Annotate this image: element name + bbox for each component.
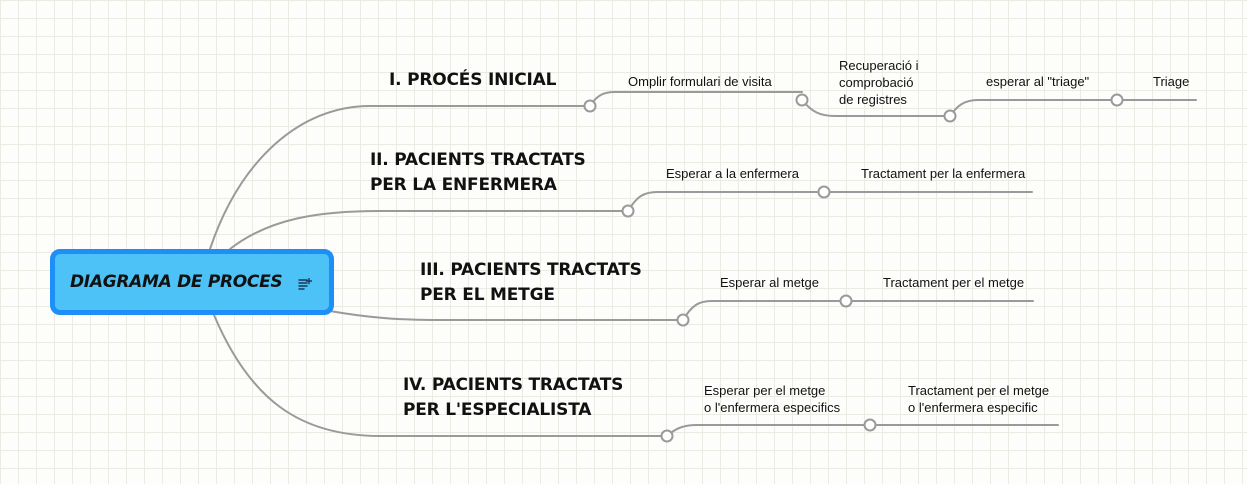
step-1-4-line-1: Triage xyxy=(1153,74,1190,89)
branch-topic-4-line-2: PER L'ESPECIALISTA xyxy=(403,400,592,420)
step-1-1-line-1: Omplir formulari de visita xyxy=(628,74,772,89)
step-3-2-line-1: Tractament per el metge xyxy=(883,275,1025,290)
step-2-2-line-1: Tractament per la enfermera xyxy=(861,166,1026,181)
step-1-3-line-1: esperar al "triage" xyxy=(986,74,1090,89)
central-topic[interactable]: DIAGRAMA DE PROCES xyxy=(50,249,334,315)
branch-topic-3-line-1: III. PACIENTS TRACTATS xyxy=(420,260,642,280)
node-dot-4 xyxy=(660,429,674,443)
step-1-3[interactable]: esperar al "triage" xyxy=(986,73,1089,90)
connector-branch-4 xyxy=(213,314,668,437)
connector-step-1-3 xyxy=(949,99,1118,117)
branch-topic-3[interactable]: III. PACIENTS TRACTATS PER EL METGE xyxy=(420,258,642,308)
step-1-1[interactable]: Omplir formulari de visita xyxy=(628,73,772,90)
step-4-1-line-1: Esperar per el metge xyxy=(704,383,826,398)
branch-topic-1-line-1: I. PROCÉS INICIAL xyxy=(389,70,557,90)
connector-step-4-1 xyxy=(666,424,871,437)
connector-branch-2 xyxy=(229,210,629,250)
central-topic-title: DIAGRAMA DE PROCES xyxy=(70,272,283,292)
step-3-1[interactable]: Esperar al metge xyxy=(720,274,819,291)
node-dot-1-1 xyxy=(795,93,809,107)
node-dot-2-1 xyxy=(817,185,831,199)
node-dot-3-1 xyxy=(839,294,853,308)
branch-topic-1[interactable]: I. PROCÉS INICIAL xyxy=(389,68,556,93)
connector-step-3-1 xyxy=(682,300,847,321)
step-1-2[interactable]: Recuperació i comprobació de registres xyxy=(839,57,919,108)
step-4-2-line-2: o l'enfermera especific xyxy=(908,400,1038,415)
step-1-2-line-1: Recuperació i xyxy=(839,58,919,73)
connector-branch-1 xyxy=(209,105,591,250)
branch-topic-2[interactable]: II. PACIENTS TRACTATS PER LA ENFERMERA xyxy=(370,148,586,198)
step-1-2-line-2: comprobació xyxy=(839,75,914,90)
step-4-2[interactable]: Tractament per el metge o l'enfermera es… xyxy=(908,382,1049,416)
step-1-2-line-3: de registres xyxy=(839,92,907,107)
branch-topic-4[interactable]: IV. PACIENTS TRACTATS PER L'ESPECIALISTA xyxy=(403,373,623,423)
step-2-1[interactable]: Esperar a la enfermera xyxy=(666,165,799,182)
step-3-1-line-1: Esperar al metge xyxy=(720,275,819,290)
node-dot-1-3 xyxy=(1110,93,1124,107)
step-4-1-line-2: o l'enfermera especifics xyxy=(704,400,841,415)
branch-topic-3-line-2: PER EL METGE xyxy=(420,285,555,305)
step-2-1-line-1: Esperar a la enfermera xyxy=(666,166,799,181)
step-3-2[interactable]: Tractament per el metge xyxy=(883,274,1024,291)
step-4-1[interactable]: Esperar per el metge o l'enfermera espec… xyxy=(704,382,840,416)
step-4-2-line-1: Tractament per el metge xyxy=(908,383,1050,398)
node-dot-1 xyxy=(583,99,597,113)
notes-icon[interactable] xyxy=(298,278,312,290)
connector-branch-3 xyxy=(329,310,684,321)
node-dot-3 xyxy=(676,313,690,327)
connector-step-1-1 xyxy=(589,91,803,107)
node-dot-1-2 xyxy=(943,109,957,123)
node-dot-4-1 xyxy=(863,418,877,432)
branch-topic-2-line-2: PER LA ENFERMERA xyxy=(370,175,557,195)
branch-topic-4-line-1: IV. PACIENTS TRACTATS xyxy=(403,375,624,395)
node-dot-2 xyxy=(621,204,635,218)
step-2-2[interactable]: Tractament per la enfermera xyxy=(861,165,1025,182)
branch-topic-2-line-1: II. PACIENTS TRACTATS xyxy=(370,150,586,170)
connector-step-2-1 xyxy=(627,191,825,212)
step-1-4[interactable]: Triage xyxy=(1153,73,1189,90)
